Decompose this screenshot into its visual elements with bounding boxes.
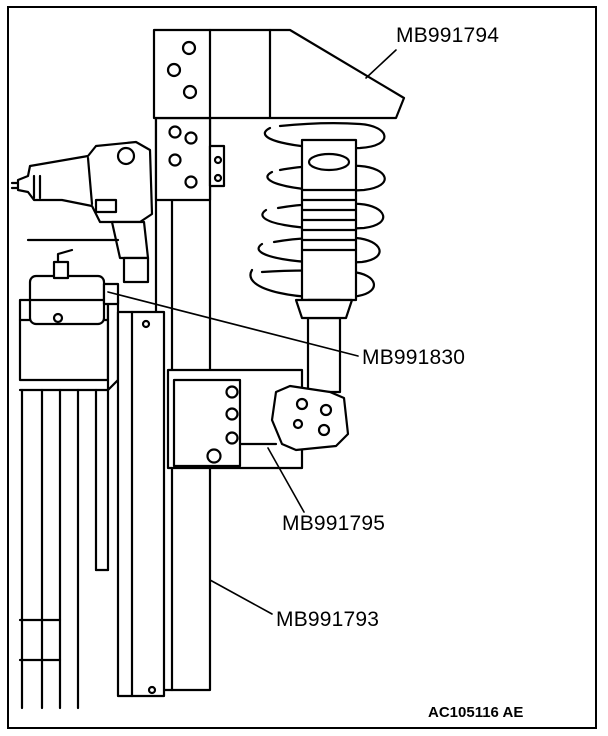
vise <box>28 248 120 326</box>
coil-spring-icon <box>249 122 386 302</box>
label-mb991795: MB991795 <box>282 512 386 535</box>
lower-clamp-bracket <box>166 368 350 470</box>
label-mb991830: MB991830 <box>362 346 466 369</box>
top-adapter <box>152 28 406 120</box>
workbench <box>18 298 120 710</box>
upper-clamp-block <box>154 116 226 202</box>
label-mb991793: MB991793 <box>276 608 380 631</box>
impact-wrench-icon <box>10 140 154 284</box>
strut-icon <box>294 298 354 394</box>
leader-lines <box>107 49 397 615</box>
label-mb991794: MB991794 <box>396 24 500 47</box>
figure-id: AC105116 AE <box>428 704 524 721</box>
